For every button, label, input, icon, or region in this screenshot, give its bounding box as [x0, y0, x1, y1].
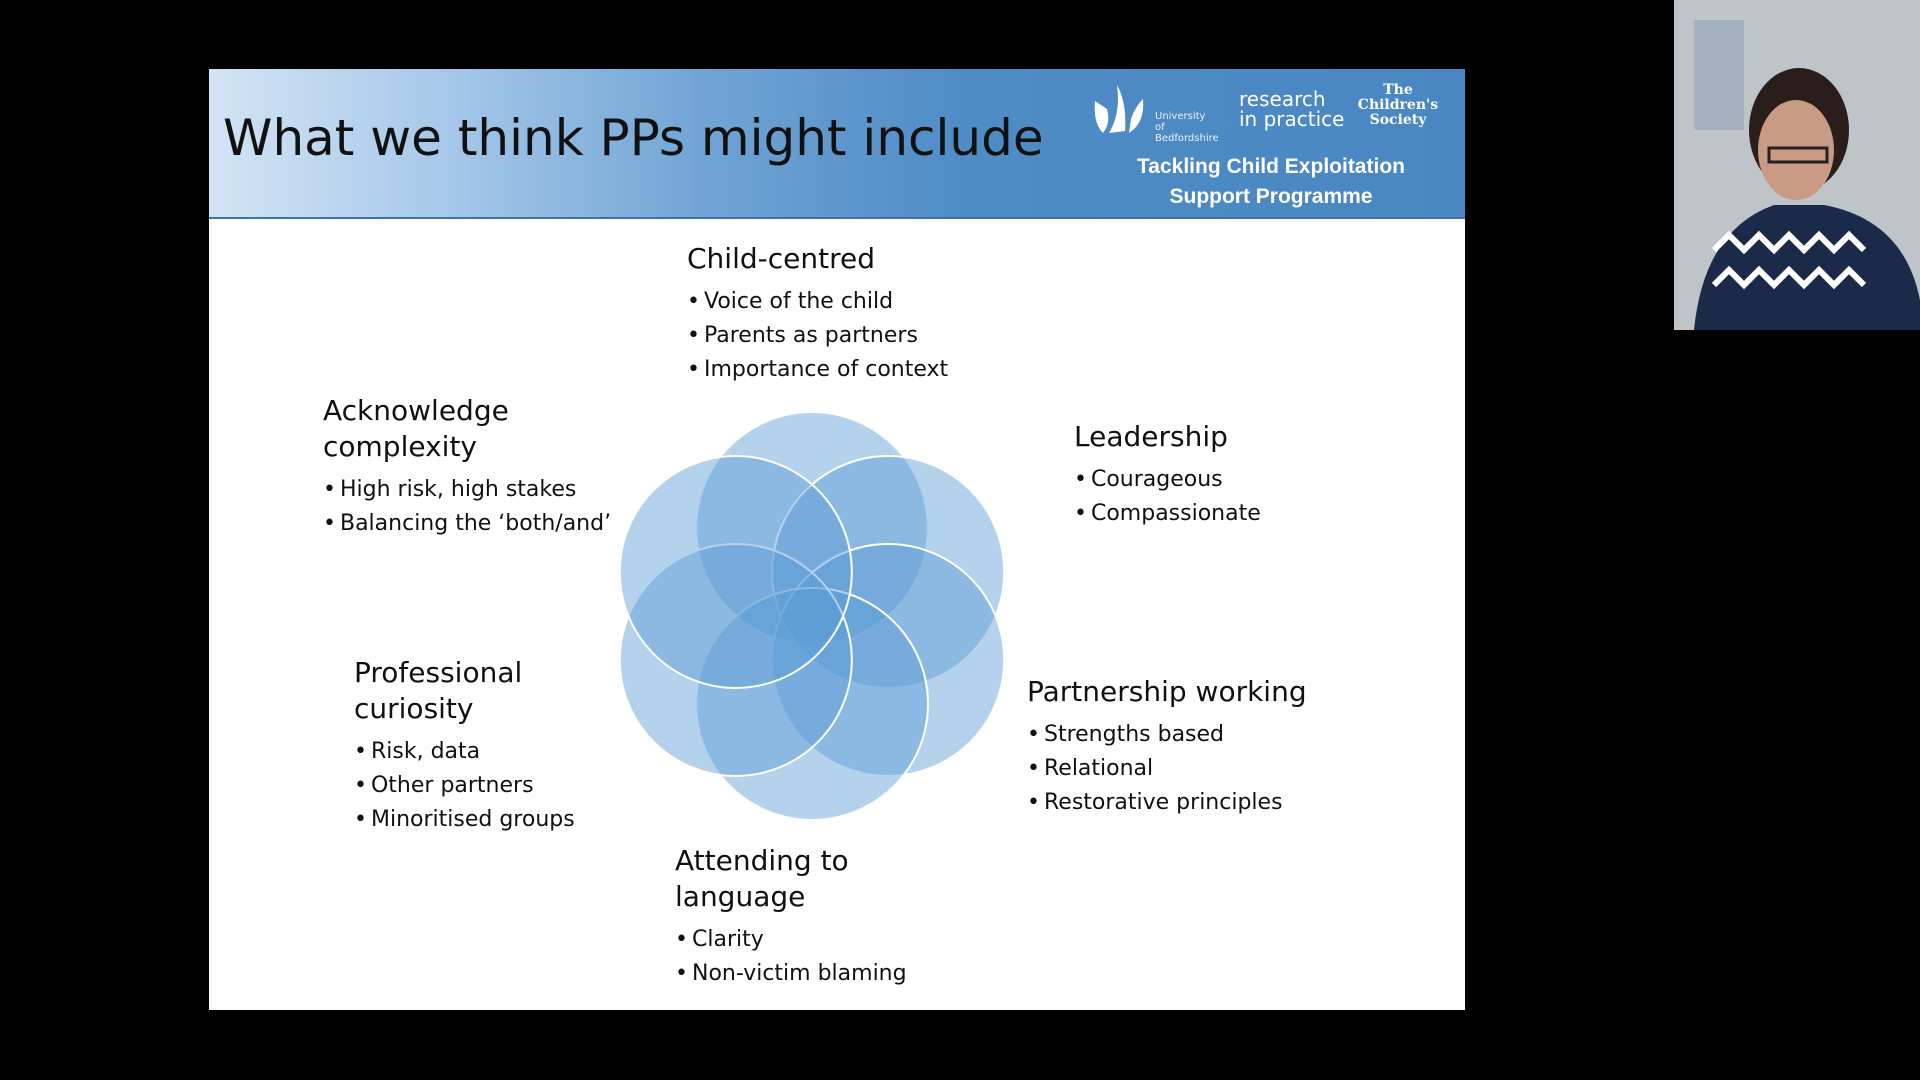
venn-circle [695, 411, 929, 645]
bullet: Compassionate [1074, 497, 1261, 531]
partner-logos: University of Bedfordshire research in p… [1091, 77, 1451, 208]
bullet: High risk, high stakes [323, 473, 576, 507]
university-name: University of Bedfordshire [1155, 111, 1219, 144]
bullet: Strengths based [1027, 718, 1307, 752]
bullet: Voice of the child [687, 285, 948, 319]
venn-circle [618, 455, 853, 689]
venn-circle [771, 543, 1006, 777]
research-in-practice-logo: research in practice [1239, 89, 1344, 129]
section-attending-to-language: Attending to language ClarityNon-victim … [675, 843, 907, 991]
section-heading: Leadership [1074, 420, 1228, 453]
presentation-slide: What we think PPs might include Universi… [209, 69, 1465, 1010]
bullet: Parents as partners [687, 319, 948, 353]
section-leadership: Leadership CourageousCompassionate [1074, 419, 1261, 531]
bullet: Relational [1027, 752, 1307, 786]
bullet: Minoritised groups [354, 803, 575, 837]
venn-circle [771, 455, 1006, 689]
section-heading: Partnership working [1027, 675, 1307, 708]
university-leaf-icon [1094, 85, 1144, 133]
venn-circle [618, 543, 853, 777]
childrens-society-logo: The Children's Society [1357, 82, 1439, 128]
venn-circle [695, 587, 929, 821]
section-heading: Child-centred [687, 242, 875, 275]
section-child-centred: Child-centred Voice of the childParents … [687, 241, 948, 387]
slide-header: What we think PPs might include Universi… [209, 69, 1465, 219]
section-heading: Professional curiosity [354, 656, 523, 725]
research-line: research [1239, 87, 1326, 111]
bullet: Clarity [675, 923, 875, 957]
section-partnership-working: Partnership working Strengths basedRelat… [1027, 674, 1307, 820]
in-practice-line: in practice [1239, 107, 1345, 131]
section-heading: Attending to language [675, 844, 849, 913]
section-heading: Acknowledge complexity [323, 394, 509, 463]
programme-name: Tackling Child Exploitation Support Prog… [1091, 152, 1451, 212]
presenter-video-icon [1674, 0, 1920, 330]
bullet: Restorative principles [1027, 786, 1307, 820]
section-professional-curiosity: Professional curiosity Risk, dataOther p… [354, 655, 575, 837]
programme-line-1: Tackling Child Exploitation [1137, 155, 1405, 178]
slide-title: What we think PPs might include [223, 109, 1044, 167]
venn-diagram [618, 411, 1006, 821]
programme-line-2: Support Programme [1169, 185, 1373, 208]
presenter-webcam [1674, 0, 1920, 330]
bullet: Importance of context [687, 353, 948, 387]
section-acknowledge-complexity: Acknowledge complexity High risk, high s… [323, 393, 611, 541]
bullet: Non-victim blaming [675, 957, 907, 991]
bullet: Risk, data [354, 735, 554, 769]
bullet: Other partners [354, 769, 554, 803]
bullet: Balancing the ‘both/and’ [323, 507, 611, 541]
bullet: Courageous [1074, 463, 1261, 497]
university-logo: University of Bedfordshire [1091, 83, 1221, 144]
